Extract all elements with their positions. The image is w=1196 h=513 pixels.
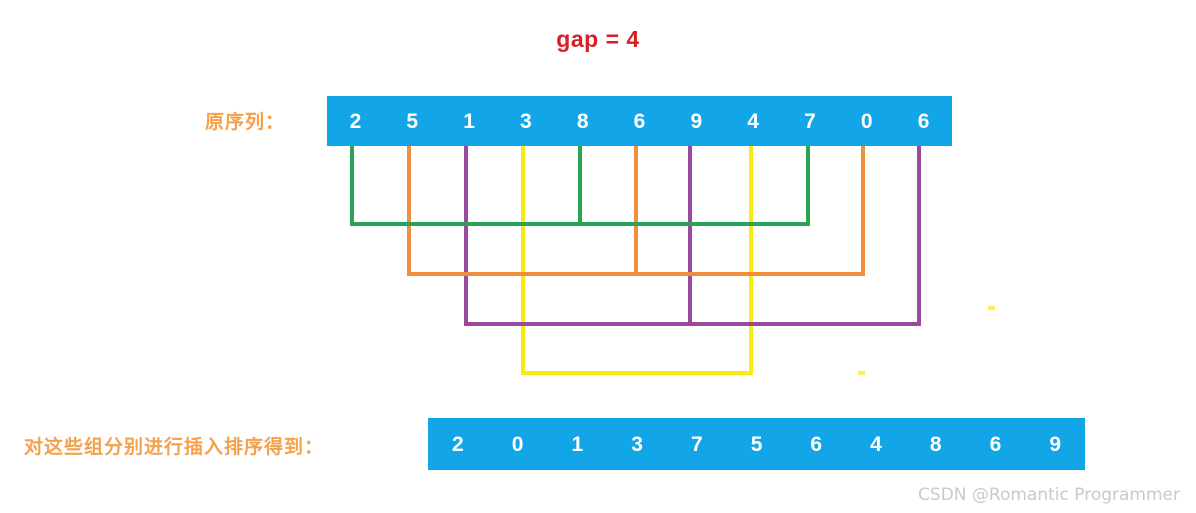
original-sequence-cell: 1 [463, 109, 475, 133]
original-sequence-cell: 2 [349, 109, 362, 133]
watermark: CSDN @Romantic Programmer [918, 485, 1180, 505]
connector-hline-yellow [521, 371, 753, 375]
original-sequence-cell: 8 [576, 109, 589, 133]
sorted-sequence-cell: 0 [511, 432, 524, 456]
sorted-sequence-cell: 1 [571, 432, 584, 456]
original-sequence-cell: 6 [633, 109, 646, 133]
page-title: gap = 4 [556, 26, 640, 52]
connector-vline-yellow [521, 146, 525, 375]
connector-vline-orange [634, 146, 638, 276]
connector-vline-yellow [749, 146, 753, 375]
connector-hline-orange [407, 272, 865, 276]
sorted-sequence-cell: 6 [989, 432, 1002, 456]
sorted-sequence-cell: 7 [690, 432, 703, 456]
original-sequence-cell: 0 [860, 109, 873, 133]
original-sequence-array: 2 5 1 3 8 6 9 4 7 0 6 [327, 96, 952, 146]
stray-speck [858, 371, 865, 375]
original-sequence-label: 原序列： [205, 112, 286, 133]
connector-vline-purple [917, 146, 921, 326]
original-sequence-cell: 6 [917, 109, 930, 133]
connector-vline-green [578, 146, 582, 226]
connector-vline-orange [407, 146, 411, 276]
connector-hline-purple [464, 322, 921, 326]
sorted-sequence-cell: 8 [929, 432, 942, 456]
sorted-sequence-label: 对这些组分别进行插入排序得到： [24, 437, 325, 458]
connector-vline-orange [861, 146, 865, 276]
original-sequence-cell: 7 [804, 109, 816, 133]
original-sequence-cell: 9 [690, 109, 703, 133]
sorted-sequence-cell: 9 [1049, 432, 1062, 456]
connector-vline-green [806, 146, 810, 226]
connector-vline-green [350, 146, 354, 226]
sorted-sequence-array: 2 0 1 3 7 5 6 4 8 6 9 [428, 418, 1085, 470]
sorted-sequence-cell: 3 [631, 432, 643, 456]
sorted-sequence-cell: 4 [870, 432, 882, 456]
original-sequence-cell: 5 [406, 109, 419, 133]
original-sequence-cell: 3 [520, 109, 532, 133]
connector-vline-purple [688, 146, 692, 326]
sorted-sequence-cell: 2 [452, 432, 464, 456]
connector-vline-purple [464, 146, 468, 326]
connector-hline-green [350, 222, 810, 226]
sorted-sequence-cell: 5 [750, 432, 763, 456]
original-sequence-cell: 4 [747, 109, 759, 133]
sorted-sequence-cell: 6 [810, 432, 823, 456]
stray-speck [988, 306, 995, 310]
